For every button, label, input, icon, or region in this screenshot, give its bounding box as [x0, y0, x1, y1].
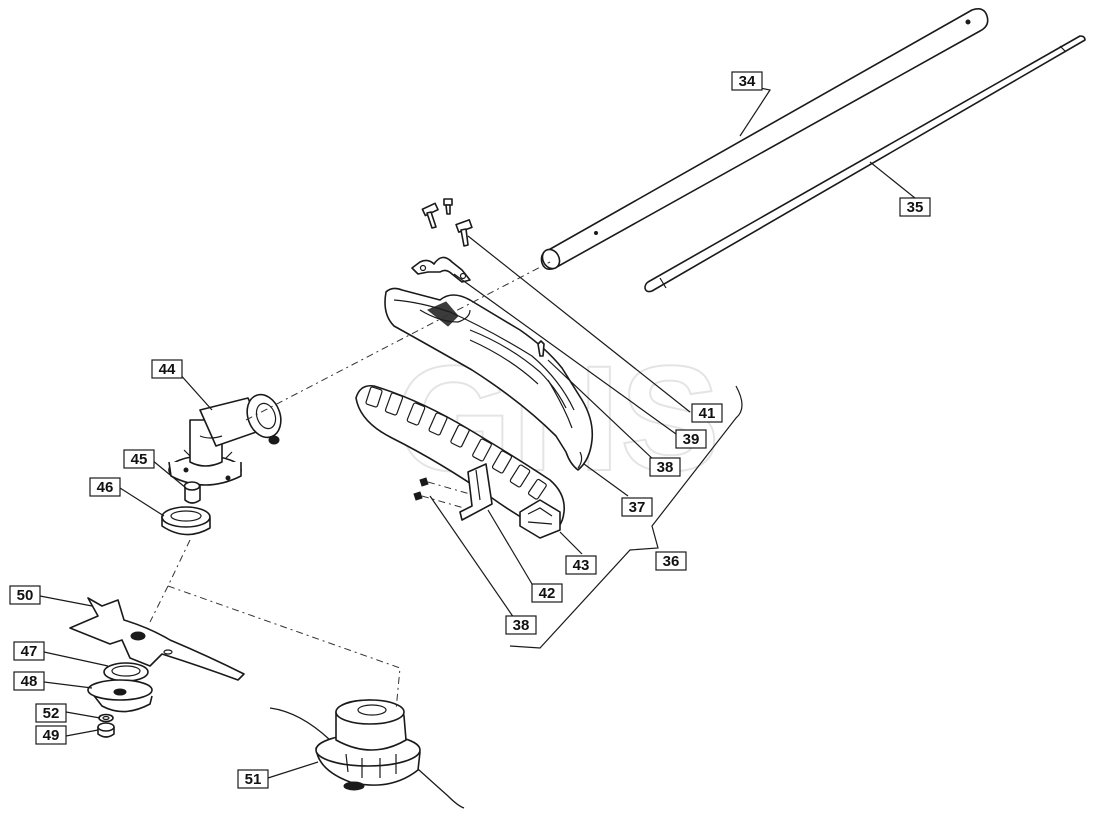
part-47-washer [103, 662, 149, 682]
label-36-text: 36 [663, 553, 680, 570]
label-39-text: 39 [683, 431, 700, 448]
label-41: 41 [691, 403, 723, 423]
label-46: 46 [89, 477, 121, 497]
part-49-nut [97, 722, 115, 738]
part-37-guard-upper [384, 287, 594, 471]
label-42-text: 42 [539, 585, 556, 602]
label-45-text: 45 [131, 451, 148, 468]
label-38-upper-text: 38 [657, 459, 674, 476]
part-41-bolts [421, 198, 473, 247]
part-50-blade [69, 597, 245, 681]
label-48: 48 [13, 671, 45, 691]
part-43-cutter [519, 499, 561, 539]
label-43: 43 [565, 555, 597, 575]
assembly-axes [149, 261, 551, 711]
part-36-guard-lower [355, 384, 566, 533]
label-43-text: 43 [573, 557, 590, 574]
part-45-spacer [183, 481, 201, 504]
leader-lines [39, 87, 917, 779]
part-48-cup [87, 679, 153, 713]
label-51-text: 51 [245, 771, 262, 788]
label-50-text: 50 [17, 587, 34, 604]
label-45: 45 [123, 449, 155, 469]
part-52-small-washer [98, 713, 114, 723]
part-42-plate [459, 463, 493, 521]
label-44: 44 [151, 359, 183, 379]
label-47-text: 47 [21, 643, 38, 660]
label-38-lower-text: 38 [513, 617, 530, 634]
label-41-text: 41 [699, 405, 716, 422]
small-screw [537, 340, 545, 357]
label-38-lower: 38 [505, 615, 537, 635]
part-35-drive-shaft [644, 35, 1086, 293]
assembly-36-bracket [509, 385, 743, 649]
label-50: 50 [9, 585, 41, 605]
label-49: 49 [35, 725, 67, 745]
label-42: 42 [531, 583, 563, 603]
label-47: 47 [13, 641, 45, 661]
label-37: 37 [621, 497, 653, 517]
label-34: 34 [731, 71, 763, 91]
label-35: 35 [899, 197, 931, 217]
part-34-drive-tube [540, 8, 989, 270]
part-46-ring [161, 506, 211, 536]
label-44-text: 44 [159, 361, 176, 378]
part-38-screws-lower [413, 477, 471, 509]
part-51-trimmer-head [269, 699, 465, 809]
label-36: 36 [655, 551, 687, 571]
label-49-text: 49 [43, 727, 60, 744]
label-51: 51 [237, 769, 269, 789]
part-44-gear-head [168, 393, 282, 486]
part-39-clamp [411, 256, 471, 283]
label-52: 52 [35, 703, 67, 723]
label-37-text: 37 [629, 499, 646, 516]
label-48-text: 48 [21, 673, 38, 690]
label-38-upper: 38 [649, 457, 681, 477]
label-39: 39 [675, 429, 707, 449]
label-52-text: 52 [43, 705, 60, 722]
label-46-text: 46 [97, 479, 114, 496]
label-34-text: 34 [739, 73, 756, 90]
label-35-text: 35 [907, 199, 924, 216]
